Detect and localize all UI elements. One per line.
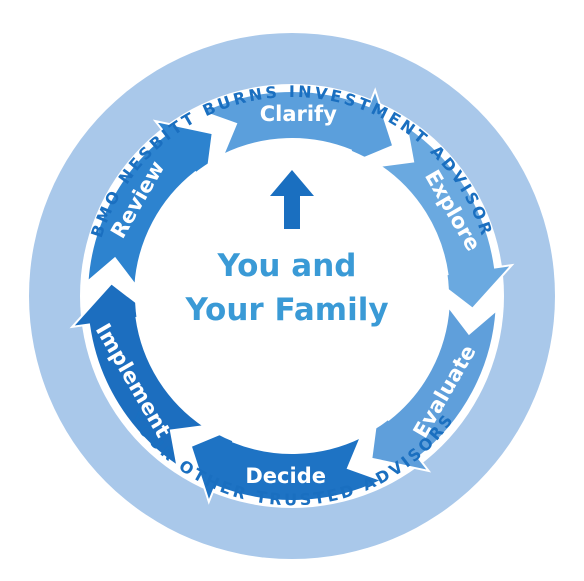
step-label-decide: Decide [245,464,326,488]
step-label-clarify: Clarify [260,102,337,126]
center-circle [135,139,449,453]
center-line-1: You and [217,248,357,284]
up-arrow-icon [270,170,314,229]
cycle-arrows [69,87,515,505]
center-line-2: Your Family [184,292,388,328]
